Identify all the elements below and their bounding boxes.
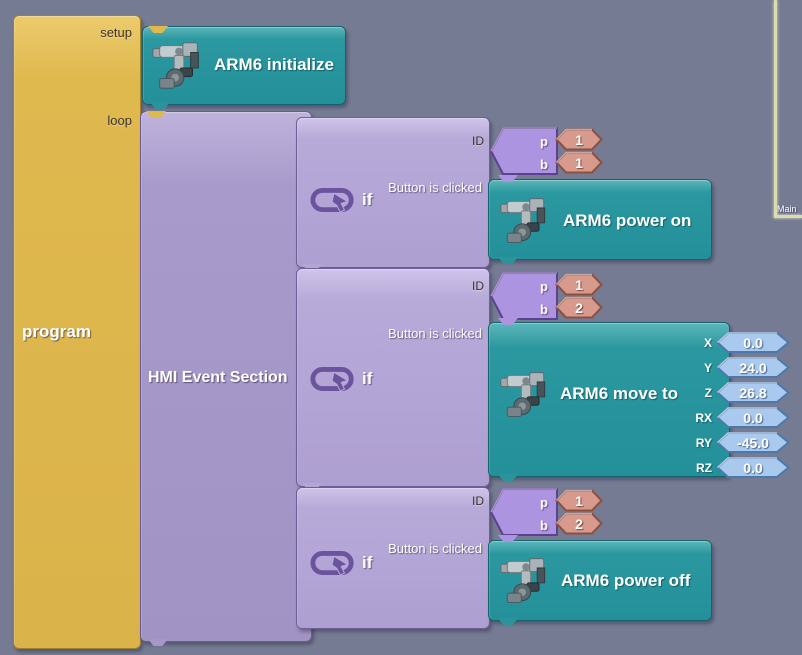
loop-cursor-icon — [310, 550, 356, 576]
coord-rz-label: RZ — [696, 461, 712, 475]
id-value-block[interactable]: p b — [489, 488, 558, 536]
connector-tab — [148, 26, 168, 33]
param-p-label: p — [540, 134, 548, 149]
if-label: if — [362, 369, 373, 388]
param-p-label: p — [540, 495, 548, 510]
param-p-value: 1 — [575, 492, 583, 509]
coord-rx-value-block[interactable]: 0.0 — [716, 407, 790, 428]
arm6-initialize-label: ARM6 initialize — [214, 55, 334, 74]
coord-z-label: Z — [704, 386, 712, 400]
program-label: program — [22, 322, 91, 341]
param-b-value-block[interactable]: 2 — [555, 296, 603, 319]
param-p-value: 1 — [575, 131, 583, 148]
param-p-value-block[interactable]: 1 — [555, 489, 603, 512]
arm6-initialize-block[interactable] — [142, 26, 346, 105]
main-region-border-horizontal — [774, 215, 802, 218]
connector-tab — [498, 318, 518, 325]
main-region-label: Main — [777, 204, 797, 214]
robot-arm-icon — [498, 194, 554, 248]
coord-rx-label: RX — [695, 411, 712, 425]
param-b-value: 2 — [575, 515, 583, 532]
coord-z-value-block[interactable]: 26.8 — [716, 382, 790, 403]
coord-ry-label: RY — [695, 436, 712, 450]
if-label: if — [362, 553, 373, 572]
param-b-label: b — [540, 302, 548, 317]
coord-rx-value: 0.0 — [743, 409, 763, 426]
robot-arm-icon — [150, 38, 208, 94]
hmi-event-section-label: HMI Event Section — [148, 369, 288, 386]
robot-arm-icon — [498, 554, 554, 608]
connector-tab — [302, 264, 322, 271]
connector-tab — [498, 474, 518, 481]
loop-cursor-icon — [310, 366, 356, 392]
arm6-power-on-label: ARM6 power on — [563, 211, 692, 230]
connector-tab — [148, 639, 168, 646]
coord-x-label: X — [703, 336, 712, 350]
arm6-move-to-label: ARM6 move to — [560, 384, 679, 403]
coord-y-value-block[interactable]: 24.0 — [716, 357, 790, 378]
if-label: if — [362, 190, 373, 209]
coord-ry-value: -45.0 — [737, 434, 769, 451]
coord-rz-value: 0.0 — [743, 459, 763, 476]
condition-label: Button is clicked — [388, 541, 482, 556]
id-slot-label: ID — [472, 279, 484, 293]
hmi-event-section-block[interactable] — [140, 111, 312, 642]
connector-tab — [498, 257, 518, 264]
param-p-value-block[interactable]: 1 — [555, 273, 603, 296]
connector-tab — [150, 102, 170, 109]
arm6-power-off-label: ARM6 power off — [561, 571, 691, 590]
coord-y-value: 24.0 — [739, 359, 767, 376]
if-block-3[interactable] — [296, 487, 490, 629]
param-b-value: 1 — [575, 154, 583, 171]
connector-tab — [302, 483, 322, 490]
param-p-label: p — [540, 279, 548, 294]
robot-arm-icon — [498, 368, 554, 422]
coord-rz-value-block[interactable]: 0.0 — [716, 457, 790, 478]
if-block-2[interactable] — [296, 268, 490, 487]
loop-cursor-icon — [310, 187, 356, 213]
param-b-value-block[interactable]: 1 — [555, 151, 603, 174]
connector-tab — [498, 175, 518, 182]
connector-tab — [498, 535, 518, 542]
connector-tab — [146, 111, 166, 118]
id-value-block[interactable]: p b — [489, 127, 558, 175]
loop-section-label: loop — [107, 113, 132, 128]
coord-ry-value-block[interactable]: -45.0 — [716, 432, 790, 453]
setup-section-label: setup — [100, 25, 132, 40]
param-b-value: 2 — [575, 299, 583, 316]
connector-tab — [498, 618, 518, 625]
id-slot-label: ID — [472, 494, 484, 508]
coord-z-value: 26.8 — [739, 384, 767, 401]
param-b-label: b — [540, 157, 548, 172]
condition-label: Button is clicked — [388, 326, 482, 341]
main-region-border-vertical — [774, 0, 777, 217]
param-p-value-block[interactable]: 1 — [555, 128, 603, 151]
coord-x-value: 0.0 — [743, 334, 763, 351]
param-b-value-block[interactable]: 2 — [555, 512, 603, 535]
condition-label: Button is clicked — [388, 180, 482, 195]
id-value-block[interactable]: p b — [489, 272, 558, 320]
coord-y-label: Y — [703, 361, 712, 375]
program-block[interactable] — [13, 15, 141, 649]
coord-x-value-block[interactable]: 0.0 — [716, 332, 790, 353]
param-p-value: 1 — [575, 276, 583, 293]
id-slot-label: ID — [472, 134, 484, 148]
param-b-label: b — [540, 518, 548, 533]
